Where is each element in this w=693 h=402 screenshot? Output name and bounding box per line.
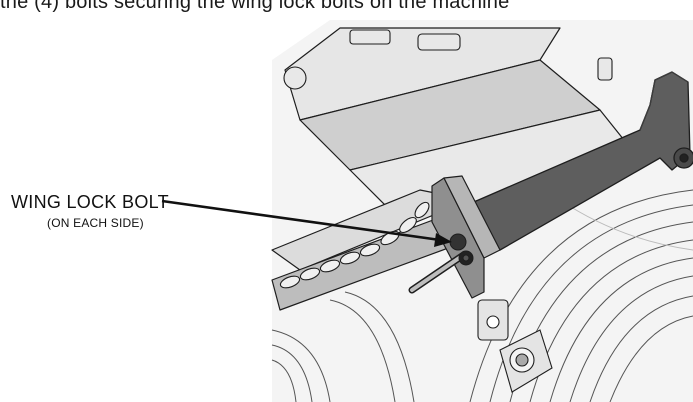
chain bbox=[279, 201, 430, 289]
callout-label: WING LOCK BOLT bbox=[11, 192, 169, 212]
lower-clevis bbox=[477, 299, 553, 393]
wing-lock-bolt bbox=[408, 233, 474, 294]
upper-hardware bbox=[283, 29, 613, 90]
wing-lock-arm bbox=[459, 71, 693, 251]
callout-arrow bbox=[161, 199, 452, 247]
callout-sublabel: (ON EACH SIDE) bbox=[47, 216, 144, 230]
header-text: the (4) bolts securing the wing lock bol… bbox=[0, 0, 510, 13]
roller-drum-left bbox=[271, 291, 415, 402]
